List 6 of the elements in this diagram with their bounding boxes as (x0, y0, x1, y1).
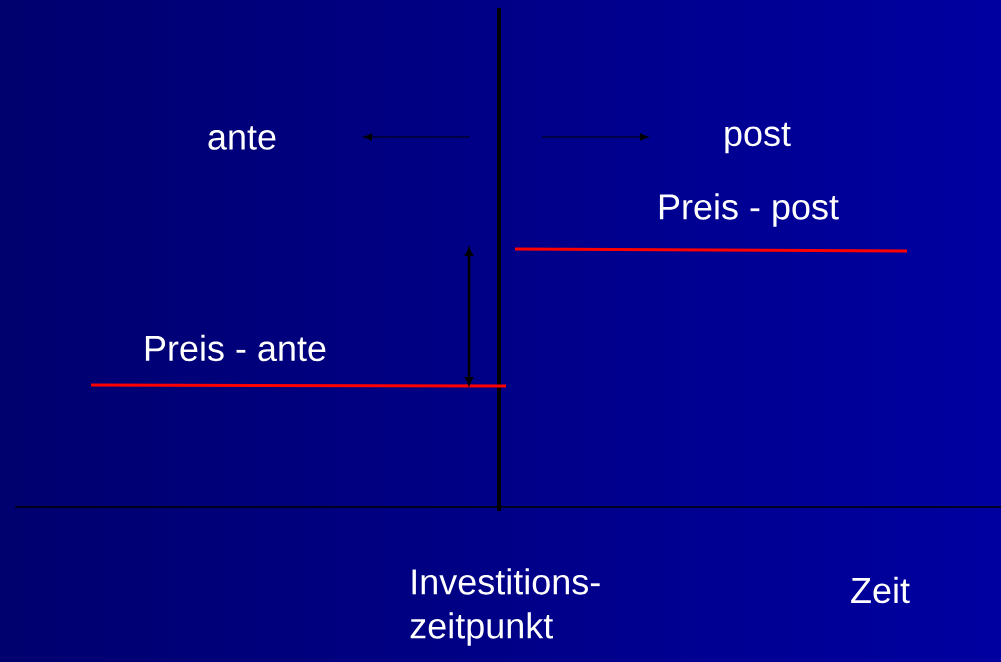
axis-label: Investitions- zeitpunkt (410, 568, 600, 646)
period-label: post (725, 122, 791, 154)
price-label: Preis - post (659, 193, 839, 227)
price-label: Preis - ante (145, 334, 326, 362)
axis-label: Zeit (851, 576, 910, 604)
period-label: ante (208, 126, 276, 150)
